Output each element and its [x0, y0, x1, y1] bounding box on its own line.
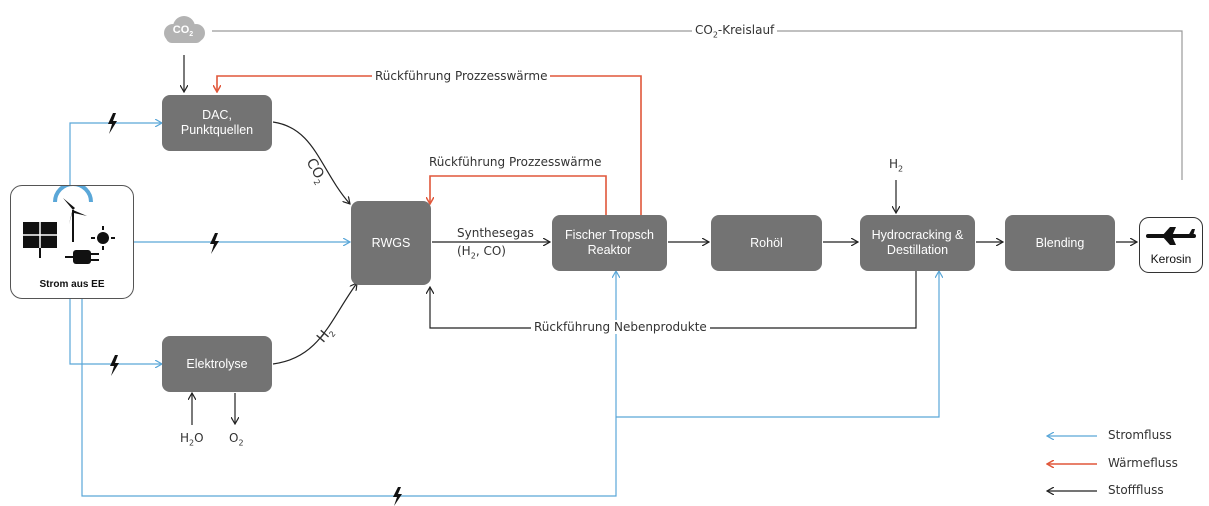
lightning-icon — [393, 487, 402, 506]
rueckfuehrung-top-label: Rückführung Prozzesswärme — [372, 69, 551, 83]
synthesegas-label: Synthesegas — [457, 226, 534, 240]
elektrolyse-box: Elektrolyse — [162, 336, 272, 392]
co2-kreislauf-label: CO2-Kreislauf — [692, 23, 778, 40]
co2-cloud-label: CO2 — [172, 24, 194, 39]
airplane-icon — [1146, 227, 1196, 245]
waerme-top-line — [217, 75, 642, 215]
synthesegas-composition-label: (H2, CO) — [457, 244, 506, 261]
strom-to-dac-line — [69, 123, 162, 185]
strom-aus-ee-label: Strom aus EE — [39, 279, 105, 290]
waerme-mid-line — [430, 175, 607, 215]
elektrolyse-to-rwgs-curve — [272, 283, 357, 365]
h2-top-label: H2 — [889, 157, 904, 174]
kerosin-label: Kerosin — [1150, 252, 1192, 266]
dac-box: DAC, Punktquellen — [162, 95, 272, 151]
strom-to-elektrolyse-line — [69, 297, 162, 364]
legend-stofffluss: Stofffluss — [1108, 483, 1164, 497]
lightning-icon — [210, 233, 219, 254]
h2o-label: H2O — [180, 431, 204, 448]
fischer-tropsch-box: Fischer Tropsch Reaktor — [552, 215, 667, 271]
strom-bottom-line — [81, 271, 616, 497]
co2-kreislauf-line — [212, 30, 1183, 180]
hydrocracking-box: Hydrocracking & Destillation — [860, 215, 975, 271]
legend-waermefluss: Wärmefluss — [1108, 456, 1178, 470]
strom-to-hydrocracking-line — [616, 271, 939, 418]
legend-stromfluss: Stromfluss — [1108, 428, 1172, 442]
dac-to-rwgs-curve — [272, 121, 350, 204]
rueckfuehrung-neben-label: Rückführung Nebenprodukte — [531, 320, 710, 334]
blending-box: Blending — [1005, 215, 1115, 271]
co2-cloud-icon — [164, 16, 205, 43]
rohoel-box: Rohöl — [711, 215, 822, 271]
lightning-icon — [108, 113, 117, 134]
renewables-icon — [23, 186, 115, 264]
o2-label: O2 — [229, 431, 244, 448]
lightning-icon — [110, 355, 119, 376]
kerosin-node: Kerosin — [1139, 217, 1203, 273]
strom-aus-ee-node: Strom aus EE — [10, 185, 134, 299]
rwgs-box: RWGS — [351, 201, 431, 285]
rueckfuehrung-mid-label: Rückführung Prozzesswärme — [426, 155, 605, 169]
